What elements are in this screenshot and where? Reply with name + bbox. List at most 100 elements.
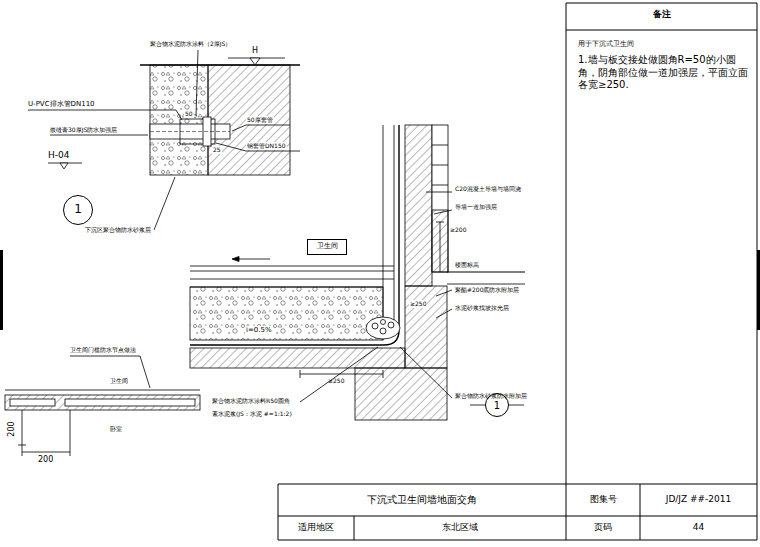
leader xyxy=(154,177,175,230)
dimension: 200 xyxy=(7,421,17,436)
annotation: 聚酯#200底防水附加层 xyxy=(455,286,519,294)
leader xyxy=(246,125,290,126)
dimension: ≥200 xyxy=(450,226,466,234)
annotation: 聚合物水泥防水涂料（2厚JS） xyxy=(150,40,231,48)
room-tag: 卫生间 xyxy=(307,239,347,255)
section-line xyxy=(470,405,485,406)
node-text: 1 xyxy=(494,400,500,411)
dimension: ≥250 xyxy=(409,300,427,308)
frame-line xyxy=(566,30,757,31)
pipe-bundle xyxy=(366,317,400,339)
slope-arrow xyxy=(236,259,270,260)
table-cell: JD/JZ ##-2011 xyxy=(640,494,757,505)
leader xyxy=(196,50,198,116)
layer xyxy=(190,266,394,267)
slab xyxy=(208,65,290,175)
plaster xyxy=(383,125,384,340)
leader xyxy=(300,347,378,402)
table-cell: 图集号 xyxy=(566,494,640,505)
annotation: 导墙一道加强层 xyxy=(455,203,497,211)
slab xyxy=(5,395,200,410)
leader xyxy=(436,290,452,296)
dimension xyxy=(70,410,71,456)
dimension xyxy=(22,410,23,456)
annotation: 水泥砂浆找坡抹光层 xyxy=(455,304,509,312)
guide-wall xyxy=(432,125,448,272)
slot xyxy=(65,399,195,406)
drawing-title: 下沉式卫生间墙地面交角 xyxy=(278,493,566,507)
plaster xyxy=(394,125,395,330)
leader xyxy=(70,356,140,357)
pipe xyxy=(388,322,394,328)
leader xyxy=(232,125,246,131)
dimension xyxy=(18,445,26,446)
layer xyxy=(190,271,394,272)
leader xyxy=(426,192,452,193)
wall xyxy=(405,125,432,286)
annotation: 卫生间门槛防水节点做法 xyxy=(70,346,136,354)
dimension: 25 xyxy=(212,146,222,154)
annotation: 钢套管DN150 xyxy=(246,142,287,150)
note: 用于下沉式卫生间 xyxy=(578,40,634,49)
pipe xyxy=(380,328,386,334)
table-cell: 页码 xyxy=(566,522,640,533)
leader xyxy=(246,151,300,152)
detail-callout: 1 xyxy=(63,195,93,225)
masonry xyxy=(432,145,448,146)
dimension xyxy=(440,222,441,272)
table-cell: 44 xyxy=(640,522,757,533)
node-text: 卫生间 xyxy=(317,243,338,251)
frame-line xyxy=(278,540,757,541)
concrete xyxy=(150,65,208,175)
annotation: 素水泥浆(JS：水泥 #=1:1:2) xyxy=(212,410,292,418)
level-label: 楼面标高 xyxy=(455,261,479,269)
pipe xyxy=(381,320,386,325)
leader xyxy=(28,110,176,111)
dimension xyxy=(383,370,384,378)
level-mark xyxy=(250,58,260,65)
floor-line xyxy=(447,284,525,285)
room-label: 卧室 xyxy=(110,425,122,433)
dimension: 50 xyxy=(184,110,194,118)
masonry xyxy=(432,165,448,166)
table-cell: 适用地区 xyxy=(278,522,354,533)
dimension xyxy=(436,222,444,223)
centerline xyxy=(150,131,230,132)
frame-line xyxy=(566,3,567,540)
frame-line xyxy=(278,484,757,485)
dimension xyxy=(22,452,70,453)
annotation: 聚合物水泥防水涂料R50圆角 xyxy=(212,397,290,405)
dimension: ≥250 xyxy=(328,377,344,385)
remark-header: 备注 xyxy=(566,9,757,20)
leader xyxy=(436,309,452,318)
annotation: 聚合物防水砂浆防水附加层 xyxy=(455,392,527,400)
frame-line xyxy=(566,3,757,4)
dimension xyxy=(300,374,383,375)
room-label: 卫生间 xyxy=(110,377,128,385)
leader xyxy=(400,347,452,398)
leader xyxy=(434,210,452,214)
floor-line xyxy=(5,390,200,391)
surface xyxy=(140,64,300,66)
pipe xyxy=(150,124,230,139)
dimension: 200 xyxy=(38,455,53,465)
leader xyxy=(176,110,182,120)
frame-line xyxy=(640,484,641,540)
frame-line xyxy=(354,516,355,540)
layer xyxy=(190,279,394,280)
layer xyxy=(190,287,383,288)
beam xyxy=(405,286,447,368)
level-label: H-04 xyxy=(48,150,69,161)
annotation: 50厚套管 xyxy=(246,116,274,124)
frame-line xyxy=(278,516,757,517)
node-text: 1 xyxy=(74,203,82,216)
detail-threshold xyxy=(5,356,200,456)
leader xyxy=(50,135,148,136)
sheet-frame xyxy=(0,3,760,540)
edge-mark xyxy=(0,250,3,330)
masonry xyxy=(432,185,448,186)
level-label: H xyxy=(252,46,258,56)
table-cell: 东北区域 xyxy=(354,522,566,533)
